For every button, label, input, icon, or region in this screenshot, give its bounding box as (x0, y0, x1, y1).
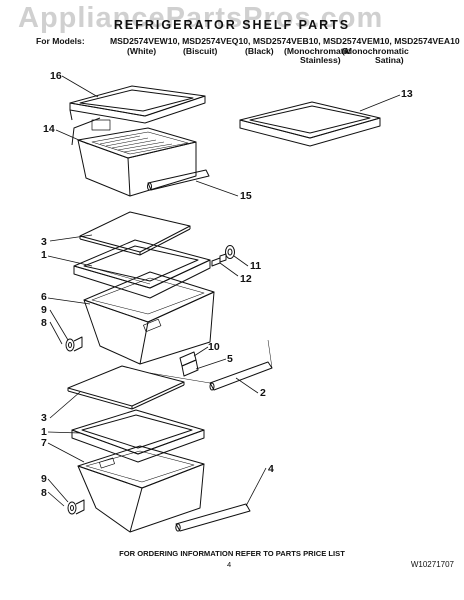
callout-12: 12 (240, 273, 252, 285)
bushing-pin (211, 245, 235, 267)
bottom-rod (175, 503, 251, 532)
variant-white: (White) (127, 46, 157, 56)
callout-14: 14 (43, 123, 55, 135)
callout-1-upper: 1 (41, 249, 47, 261)
callout-8-lower: 8 (41, 487, 47, 499)
callout-5: 5 (227, 353, 233, 365)
variant-black: (Black) (245, 46, 274, 56)
page-title: REFRIGERATOR SHELF PARTS (113, 18, 351, 32)
document-number: W10271707 (410, 560, 454, 569)
callout-8-upper: 8 (41, 317, 47, 329)
callout-9-lower: 9 (41, 473, 47, 485)
upper-crisper-drawer (83, 271, 215, 365)
lower-roller-set (67, 499, 85, 515)
lower-rod (149, 339, 273, 391)
upper-crisper-cover (73, 239, 211, 299)
callout-3-lower: 3 (41, 412, 47, 424)
callout-6: 6 (41, 291, 47, 303)
variant-monochromatic-2: (Monochromatic (342, 46, 409, 56)
upper-glass-plate (79, 211, 191, 256)
callout-10: 10 (208, 341, 220, 353)
lower-glass-plate (67, 365, 185, 410)
variant-biscuit: (Biscuit) (183, 46, 218, 56)
callout-7: 7 (41, 437, 47, 449)
top-shelf-frame (69, 85, 206, 124)
lower-crisper-drawer (77, 445, 205, 533)
callout-16: 16 (50, 70, 62, 82)
variant-stainless: Stainless) (300, 55, 341, 65)
variant-satina: Satina) (375, 55, 404, 65)
right-shelf (239, 101, 381, 147)
models-list: MSD2574VEW10, MSD2574VEQ10, MSD2574VEB10… (110, 36, 460, 46)
ordering-note: FOR ORDERING INFORMATION REFER TO PARTS … (119, 549, 345, 558)
callout-11: 11 (250, 260, 261, 272)
callout-1-lower: 1 (41, 426, 47, 438)
variant-monochromatic-1: (Monochromatic (284, 46, 351, 56)
callout-15: 15 (240, 190, 252, 202)
watermark: AppliancePartsPros.com (18, 2, 384, 34)
leader-lines (47, 75, 401, 507)
upper-roller-set (65, 336, 83, 352)
slide-bracket (179, 351, 199, 377)
lower-crisper-cover (71, 409, 205, 463)
upper-rod (147, 169, 210, 191)
models-label: For Models: (36, 36, 85, 46)
callout-13: 13 (401, 88, 413, 100)
page-number: 4 (227, 560, 232, 569)
callout-9-upper: 9 (41, 304, 47, 316)
callout-3-upper: 3 (41, 236, 47, 248)
upper-drawer (71, 117, 197, 197)
callout-2: 2 (260, 387, 266, 399)
callout-4: 4 (268, 463, 274, 475)
